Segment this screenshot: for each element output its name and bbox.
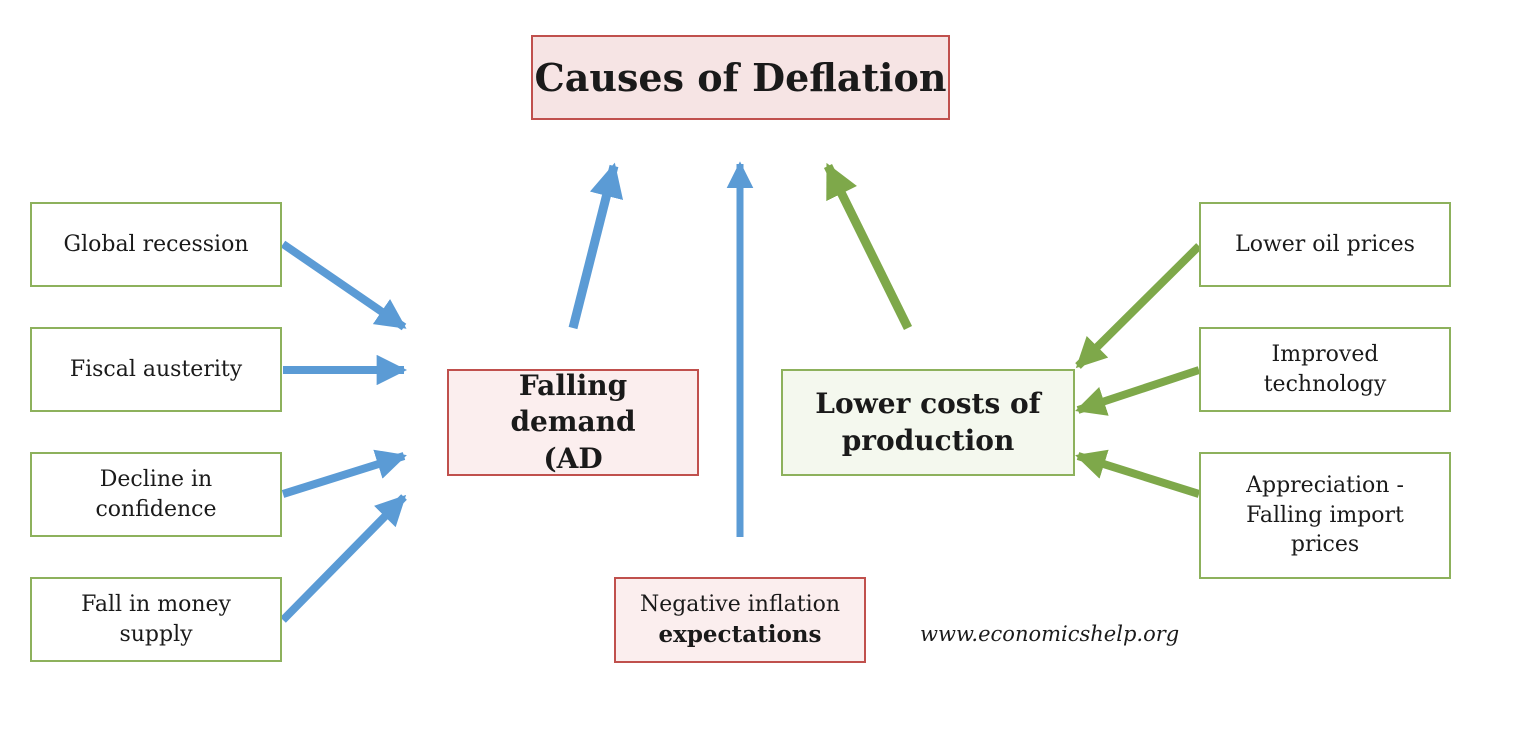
arrow-appreciation bbox=[1075, 449, 1201, 498]
factor-label: Global recession bbox=[63, 231, 249, 257]
factor-label: Appreciation - Falling import prices bbox=[1246, 472, 1404, 558]
title-box: Causes of Deflation bbox=[531, 35, 950, 120]
diagram-title: Causes of Deflation bbox=[534, 54, 947, 100]
arrow-oil-prices bbox=[1075, 243, 1202, 369]
factor-global-recession: Global recession bbox=[30, 202, 282, 287]
lower-costs-label: Lower costs of production bbox=[815, 387, 1041, 457]
expectations-line2: expectations bbox=[658, 621, 822, 649]
arrow-decline-confidence bbox=[281, 449, 407, 498]
arrow-global-recession bbox=[280, 240, 407, 331]
arrow-money-supply bbox=[280, 494, 407, 623]
source-credit: www.economicshelp.org bbox=[920, 622, 1180, 646]
falling-demand-box: Falling demand (AD bbox=[447, 369, 699, 476]
factor-label: Decline in confidence bbox=[95, 466, 217, 522]
factor-label: Improved technology bbox=[1263, 341, 1387, 397]
factor-decline-confidence: Decline in confidence bbox=[30, 452, 282, 537]
factor-label: Fall in money supply bbox=[81, 591, 231, 647]
factor-label: Lower oil prices bbox=[1235, 231, 1415, 257]
arrow-demand-to-deflation bbox=[568, 162, 624, 330]
factor-label: Fiscal austerity bbox=[69, 356, 243, 382]
expectations-line1: Negative inflation bbox=[639, 591, 841, 617]
falling-demand-label: Falling demand (AD bbox=[510, 368, 636, 475]
expectations-box: Negative inflation expectations bbox=[614, 577, 866, 663]
arrow-technology bbox=[1075, 366, 1201, 416]
arrow-costs-to-deflation bbox=[823, 162, 913, 330]
factor-money-supply: Fall in money supply bbox=[30, 577, 282, 662]
factor-technology: Improved technology bbox=[1199, 327, 1451, 412]
lower-costs-box: Lower costs of production bbox=[781, 369, 1075, 476]
factor-oil-prices: Lower oil prices bbox=[1199, 202, 1451, 287]
factor-fiscal-austerity: Fiscal austerity bbox=[30, 327, 282, 412]
factor-appreciation: Appreciation - Falling import prices bbox=[1199, 452, 1451, 579]
